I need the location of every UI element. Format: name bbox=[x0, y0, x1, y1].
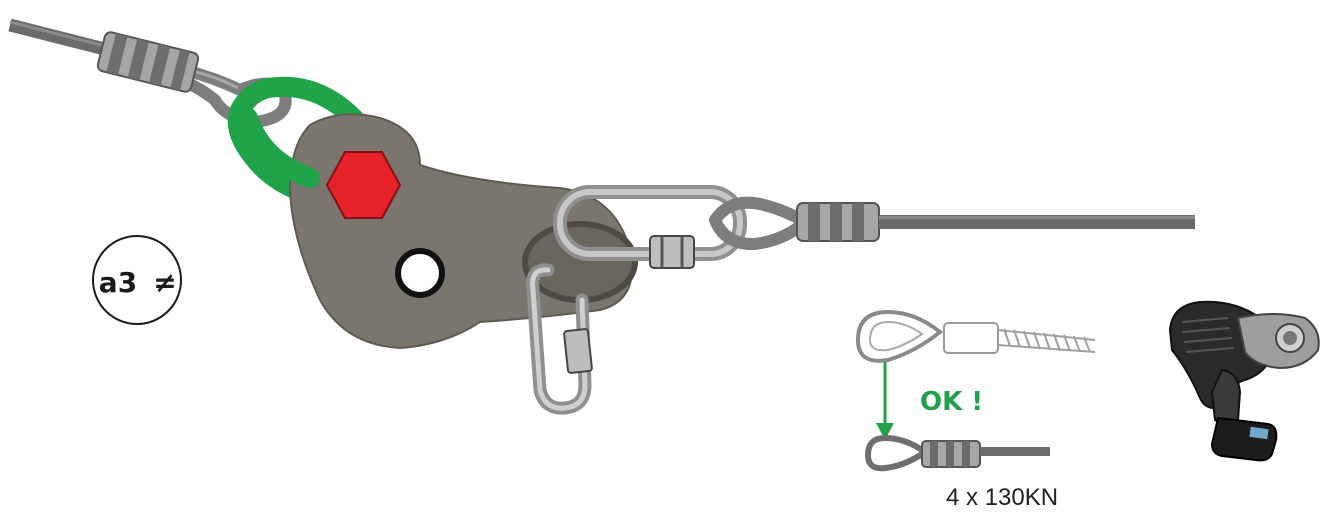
down-arrow-icon bbox=[876, 362, 894, 440]
anchor-hole bbox=[395, 248, 445, 298]
marker-a3: a3 ≠ bbox=[92, 235, 182, 325]
load-rating-label: 4 x 130KN bbox=[946, 484, 1058, 511]
thimble-rope-detail bbox=[855, 309, 1096, 363]
sling-front-strand bbox=[238, 108, 320, 188]
crimped-eye-detail bbox=[864, 434, 1050, 472]
marker-symbol: ≠ bbox=[153, 266, 176, 299]
quick-link-nut bbox=[649, 235, 695, 269]
right-wire-rope bbox=[879, 215, 1195, 229]
ok-status-label: OK ! bbox=[920, 387, 983, 417]
right-cable-eye bbox=[709, 196, 811, 251]
horizontal-quick-link bbox=[553, 185, 747, 269]
marker-label: a3 bbox=[99, 266, 137, 299]
hexagon-bolt-icon bbox=[325, 151, 402, 219]
quick-link-nut-2 bbox=[563, 328, 593, 374]
right-ferrule bbox=[796, 202, 880, 242]
left-ferrule bbox=[96, 31, 200, 93]
hydraulic-crimping-tool-icon bbox=[1168, 300, 1320, 462]
hanging-quick-link bbox=[526, 263, 593, 415]
